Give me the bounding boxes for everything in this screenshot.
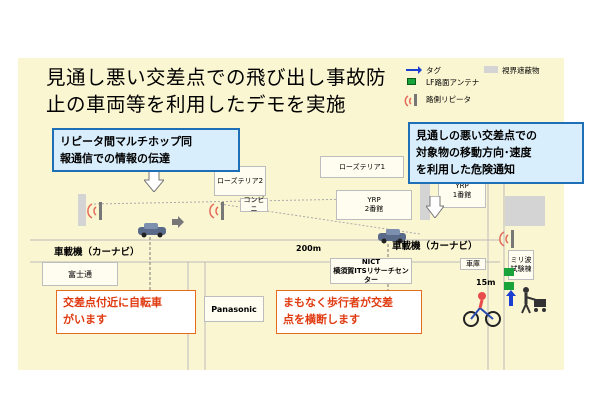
diagram-title: 見通し悪い交差点での飛び出し事故防 止の車両等を利用したデモを実施 [46, 64, 386, 118]
building-garage: 車庫 [460, 258, 486, 270]
repeater-icon [209, 202, 224, 220]
obstacle-swatch [484, 66, 498, 73]
callout-multihop-line-2: 報通信での情報の伝達 [60, 152, 170, 165]
tag-icon [406, 66, 422, 74]
legend: タグ 視界遮蔽物 LF路面アンテナ 路側リピータ [398, 60, 558, 122]
legend-repeater-label: 路側リピータ [426, 95, 471, 104]
warning-bicycle: 交差点付近に自転車 がいます [56, 290, 196, 334]
car-left-icon [138, 223, 166, 238]
title-line-1: 見通し悪い交差点での飛び出し事故防 [46, 66, 387, 89]
callout-multihop-line-1: リピータ間マルチホップ同 [60, 135, 192, 148]
yrp1-name: YRP [455, 182, 469, 190]
obstacle-left [78, 194, 86, 226]
down-arrow-icon [426, 196, 444, 218]
callout-danger: 見通しの悪い交差点での 対象物の移動方向･速度 を利用した危険通知 [408, 122, 584, 184]
down-arrow-icon [144, 170, 164, 192]
yrp1-number: 1番館 [452, 191, 472, 199]
building-nict: NICT 横須賀ITSリサーチセンター [330, 258, 412, 284]
building-panasonic: Panasonic [204, 296, 264, 322]
car-right-icon [378, 229, 406, 244]
obstacle-far-right [505, 196, 545, 226]
nict-name: NICT [361, 257, 381, 266]
legend-obstacle-label: 視界遮蔽物 [502, 66, 540, 75]
warning-pedestrian-line-1: まもなく歩行者が交差 [283, 296, 393, 309]
vehicle-left-label: 車載機（カーナビ） [54, 247, 140, 258]
building-rosetteria1: ローズテリア1 [320, 156, 404, 178]
repeater-icon [404, 94, 417, 107]
legend-lf-label: LF路面アンテナ [426, 78, 480, 87]
repeater-icon [87, 202, 102, 220]
yrp2-number: 2番館 [364, 205, 384, 213]
obstacle-right [420, 180, 430, 220]
arrow-right-icon [172, 216, 184, 228]
distance-15-label: 15m [476, 278, 496, 287]
distance-200-label: 200m [296, 244, 322, 253]
legend-tag-label: タグ [426, 66, 441, 75]
bicycle-icon [463, 292, 501, 327]
title-line-2: 止の車両等を利用したデモを実施 [46, 93, 347, 116]
millimeter-line-1: ミリ波 [510, 256, 532, 264]
vehicle-right-label: 車載機（カーナビ） [392, 241, 478, 252]
callout-danger-line-2: 対象物の移動方向･速度 [416, 146, 532, 159]
lf-antenna-swatch [407, 78, 416, 85]
multihop-link [93, 197, 411, 205]
callout-danger-line-1: 見通しの悪い交差点での [416, 129, 537, 142]
building-fujitsu: 富士通 [42, 262, 118, 286]
warning-pedestrian-line-2: 点を横断します [283, 313, 360, 326]
callout-danger-line-3: を利用した危険通知 [416, 163, 515, 176]
lf-antenna-sign [504, 268, 514, 276]
lf-antenna-sign [504, 282, 514, 290]
warning-bicycle-line-2: がいます [63, 313, 107, 326]
warning-pedestrian: まもなく歩行者が交差 点を横断します [276, 290, 422, 334]
callout-multihop: リピータ間マルチホップ同 報通信での情報の伝達 [52, 128, 240, 172]
nict-subtitle: 横須賀ITSリサーチセンター [333, 266, 409, 284]
repeater-icon [499, 230, 514, 248]
tag-arrow-icon [506, 290, 516, 306]
yrp2-name: YRP [367, 196, 381, 204]
building-yrp2: YRP 2番館 [336, 190, 412, 220]
millimeter-line-2: 試験棟 [510, 265, 532, 273]
building-convenience: コンビニ [240, 196, 268, 213]
pedestrian-icon [521, 287, 546, 314]
warning-bicycle-line-1: 交差点付近に自転車 [63, 296, 162, 309]
